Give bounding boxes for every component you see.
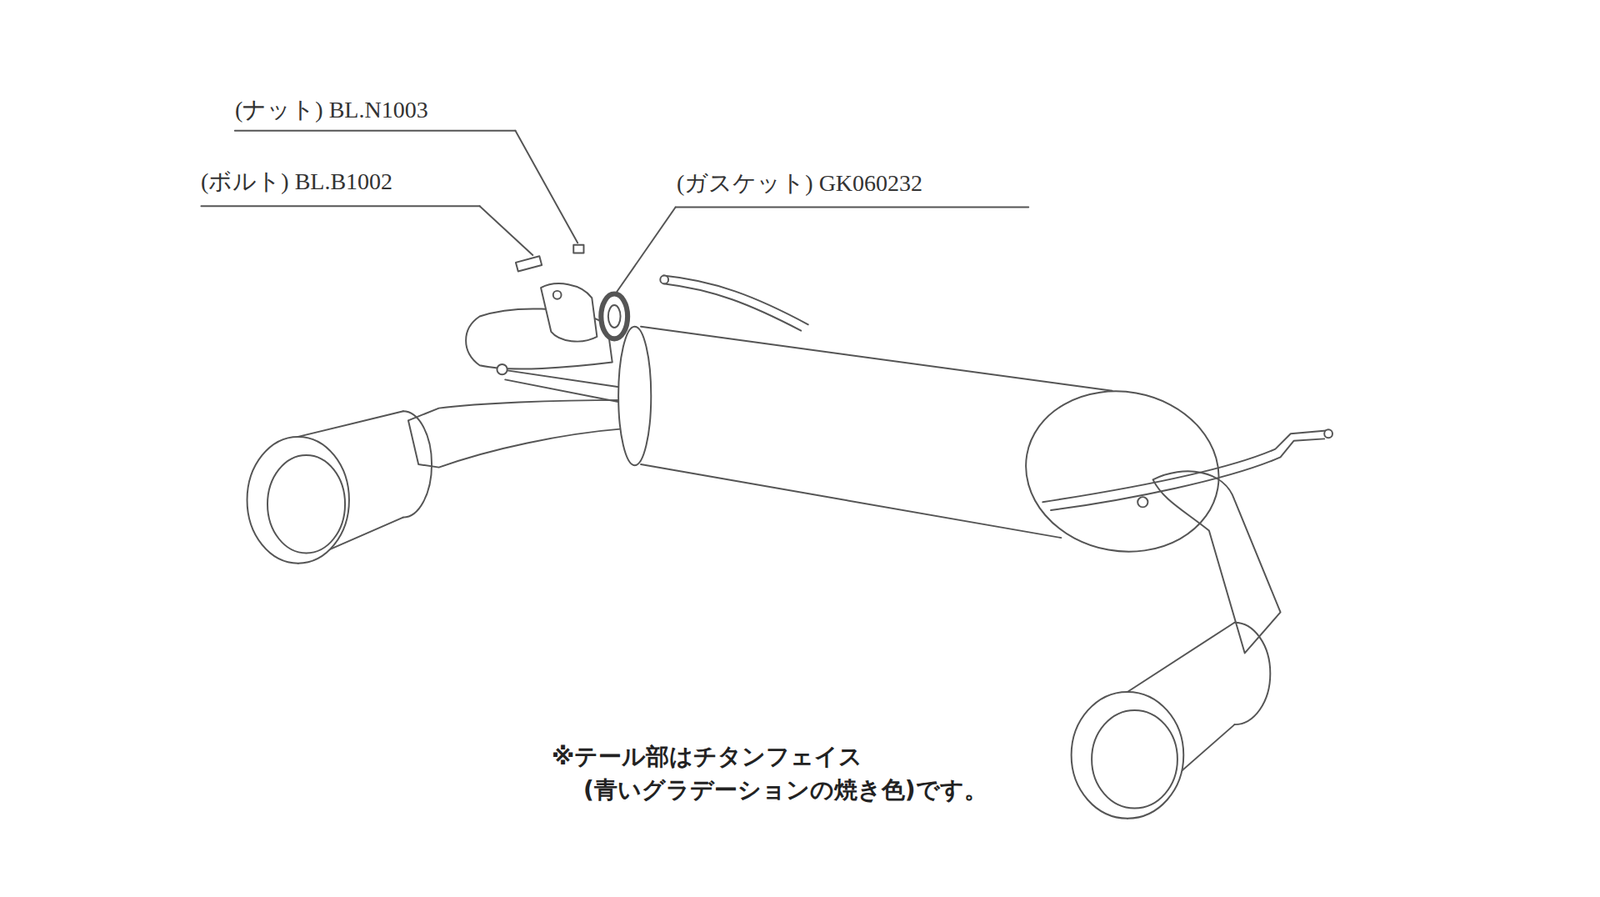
leader-line (615, 206, 675, 294)
tail-tip-face (1071, 691, 1185, 819)
leader-line (200, 205, 480, 207)
part-label: (ガスケット) GK060232 (676, 170, 923, 197)
gasket-hole (608, 305, 621, 328)
muffler-body (640, 464, 1061, 538)
hanger-rod (1042, 430, 1326, 510)
hanger-end (660, 275, 669, 285)
tail-pipe (1153, 470, 1281, 653)
tail-tip-face (247, 436, 350, 564)
muffler-body (640, 326, 1113, 538)
muffler-end (1013, 375, 1232, 566)
part-label: (ボルト) BL.B1002 (200, 169, 393, 195)
tail-tip-inner (1091, 710, 1178, 809)
hanger-rod (663, 275, 809, 331)
flange (540, 283, 597, 341)
hanger-bracket (1137, 496, 1148, 507)
part-label: (ナット) BL.N1003 (235, 97, 429, 124)
muffler-end (618, 326, 651, 465)
leader-line (235, 130, 516, 132)
note-text: (青いグラデーションの焼き色)です。 (583, 777, 988, 804)
note-text: ※テール部はチタンフェイス (551, 744, 863, 770)
gasket (600, 294, 628, 340)
flange-hole (553, 290, 562, 300)
inlet-stud (496, 364, 507, 375)
inlet-pipe (500, 369, 625, 403)
tail-tip (1234, 622, 1270, 725)
leader-line (675, 206, 1030, 209)
hanger-end (1324, 429, 1333, 438)
tail-tip-inner (267, 455, 345, 554)
bolt (515, 255, 542, 271)
leader-line (515, 130, 578, 244)
muffler-body (640, 326, 1113, 391)
tail-pipe (408, 400, 625, 468)
tail-tip (298, 410, 404, 437)
leader-line (480, 205, 534, 255)
tail-tip (1127, 622, 1235, 692)
tail-tip (403, 410, 432, 517)
nut (573, 245, 584, 254)
